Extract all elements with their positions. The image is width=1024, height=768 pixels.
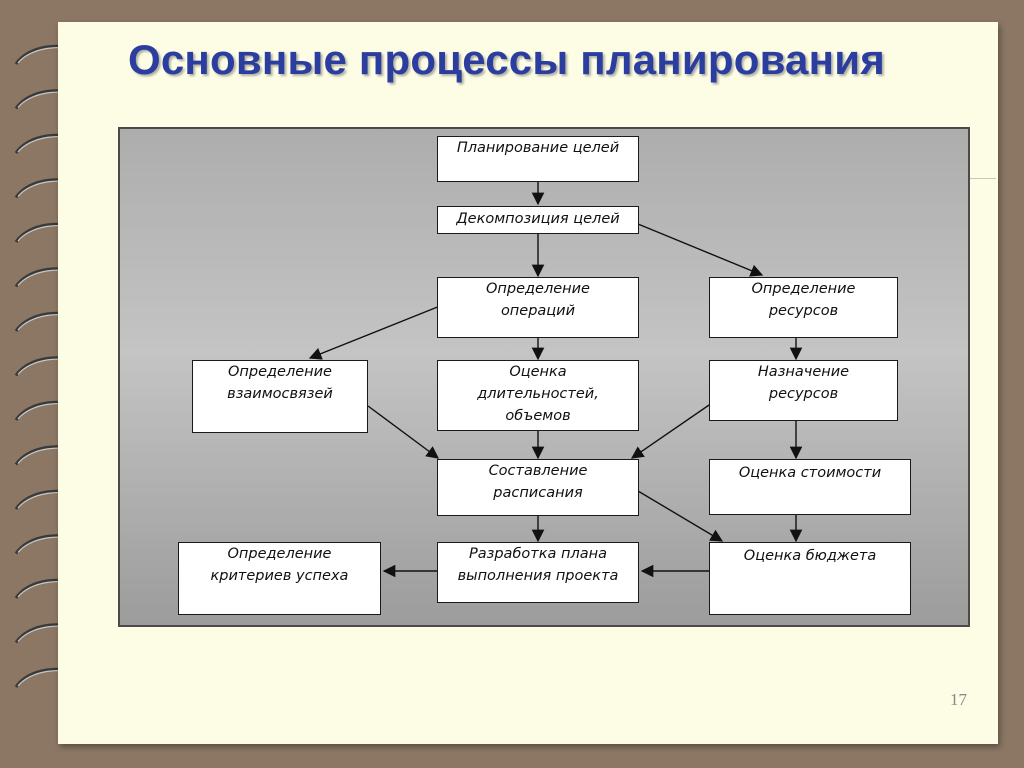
box-planning-goals: Планирование целей xyxy=(437,136,639,182)
box-relations-definition: Определение взаимосвязей xyxy=(192,360,368,433)
box-plan-development: Разработка плана выполнения проекта xyxy=(437,542,639,603)
box-duration-estimate: Оценка длительностей, объемов xyxy=(437,360,639,431)
arrow-decomposition-to-resources xyxy=(637,223,764,277)
decorative-line xyxy=(960,178,996,179)
process-diagram: Планирование целей Декомпозиция целей Оп… xyxy=(118,127,970,627)
arrow-operations-to-relations xyxy=(308,305,441,360)
arrow-schedule-to-budget xyxy=(637,490,724,542)
box-resource-assignment: Назначение ресурсов xyxy=(709,360,898,421)
arrow-relations-to-schedule xyxy=(367,405,440,459)
box-schedule: Составление расписания xyxy=(437,459,639,516)
box-resources-definition: Определение ресурсов xyxy=(709,277,898,338)
page-number: 17 xyxy=(950,690,967,709)
box-goal-decomposition: Декомпозиция целей xyxy=(437,206,639,234)
slide-title: Основные процессы планирования xyxy=(128,36,885,83)
box-budget-estimate: Оценка бюджета xyxy=(709,542,911,615)
arrow-assignment-to-schedule xyxy=(630,402,713,459)
box-success-criteria: Определение критериев успеха xyxy=(178,542,381,615)
box-cost-estimate: Оценка стоимости xyxy=(709,459,911,515)
arrows-layer xyxy=(308,181,803,578)
box-operations-definition: Определение операций xyxy=(437,277,639,338)
